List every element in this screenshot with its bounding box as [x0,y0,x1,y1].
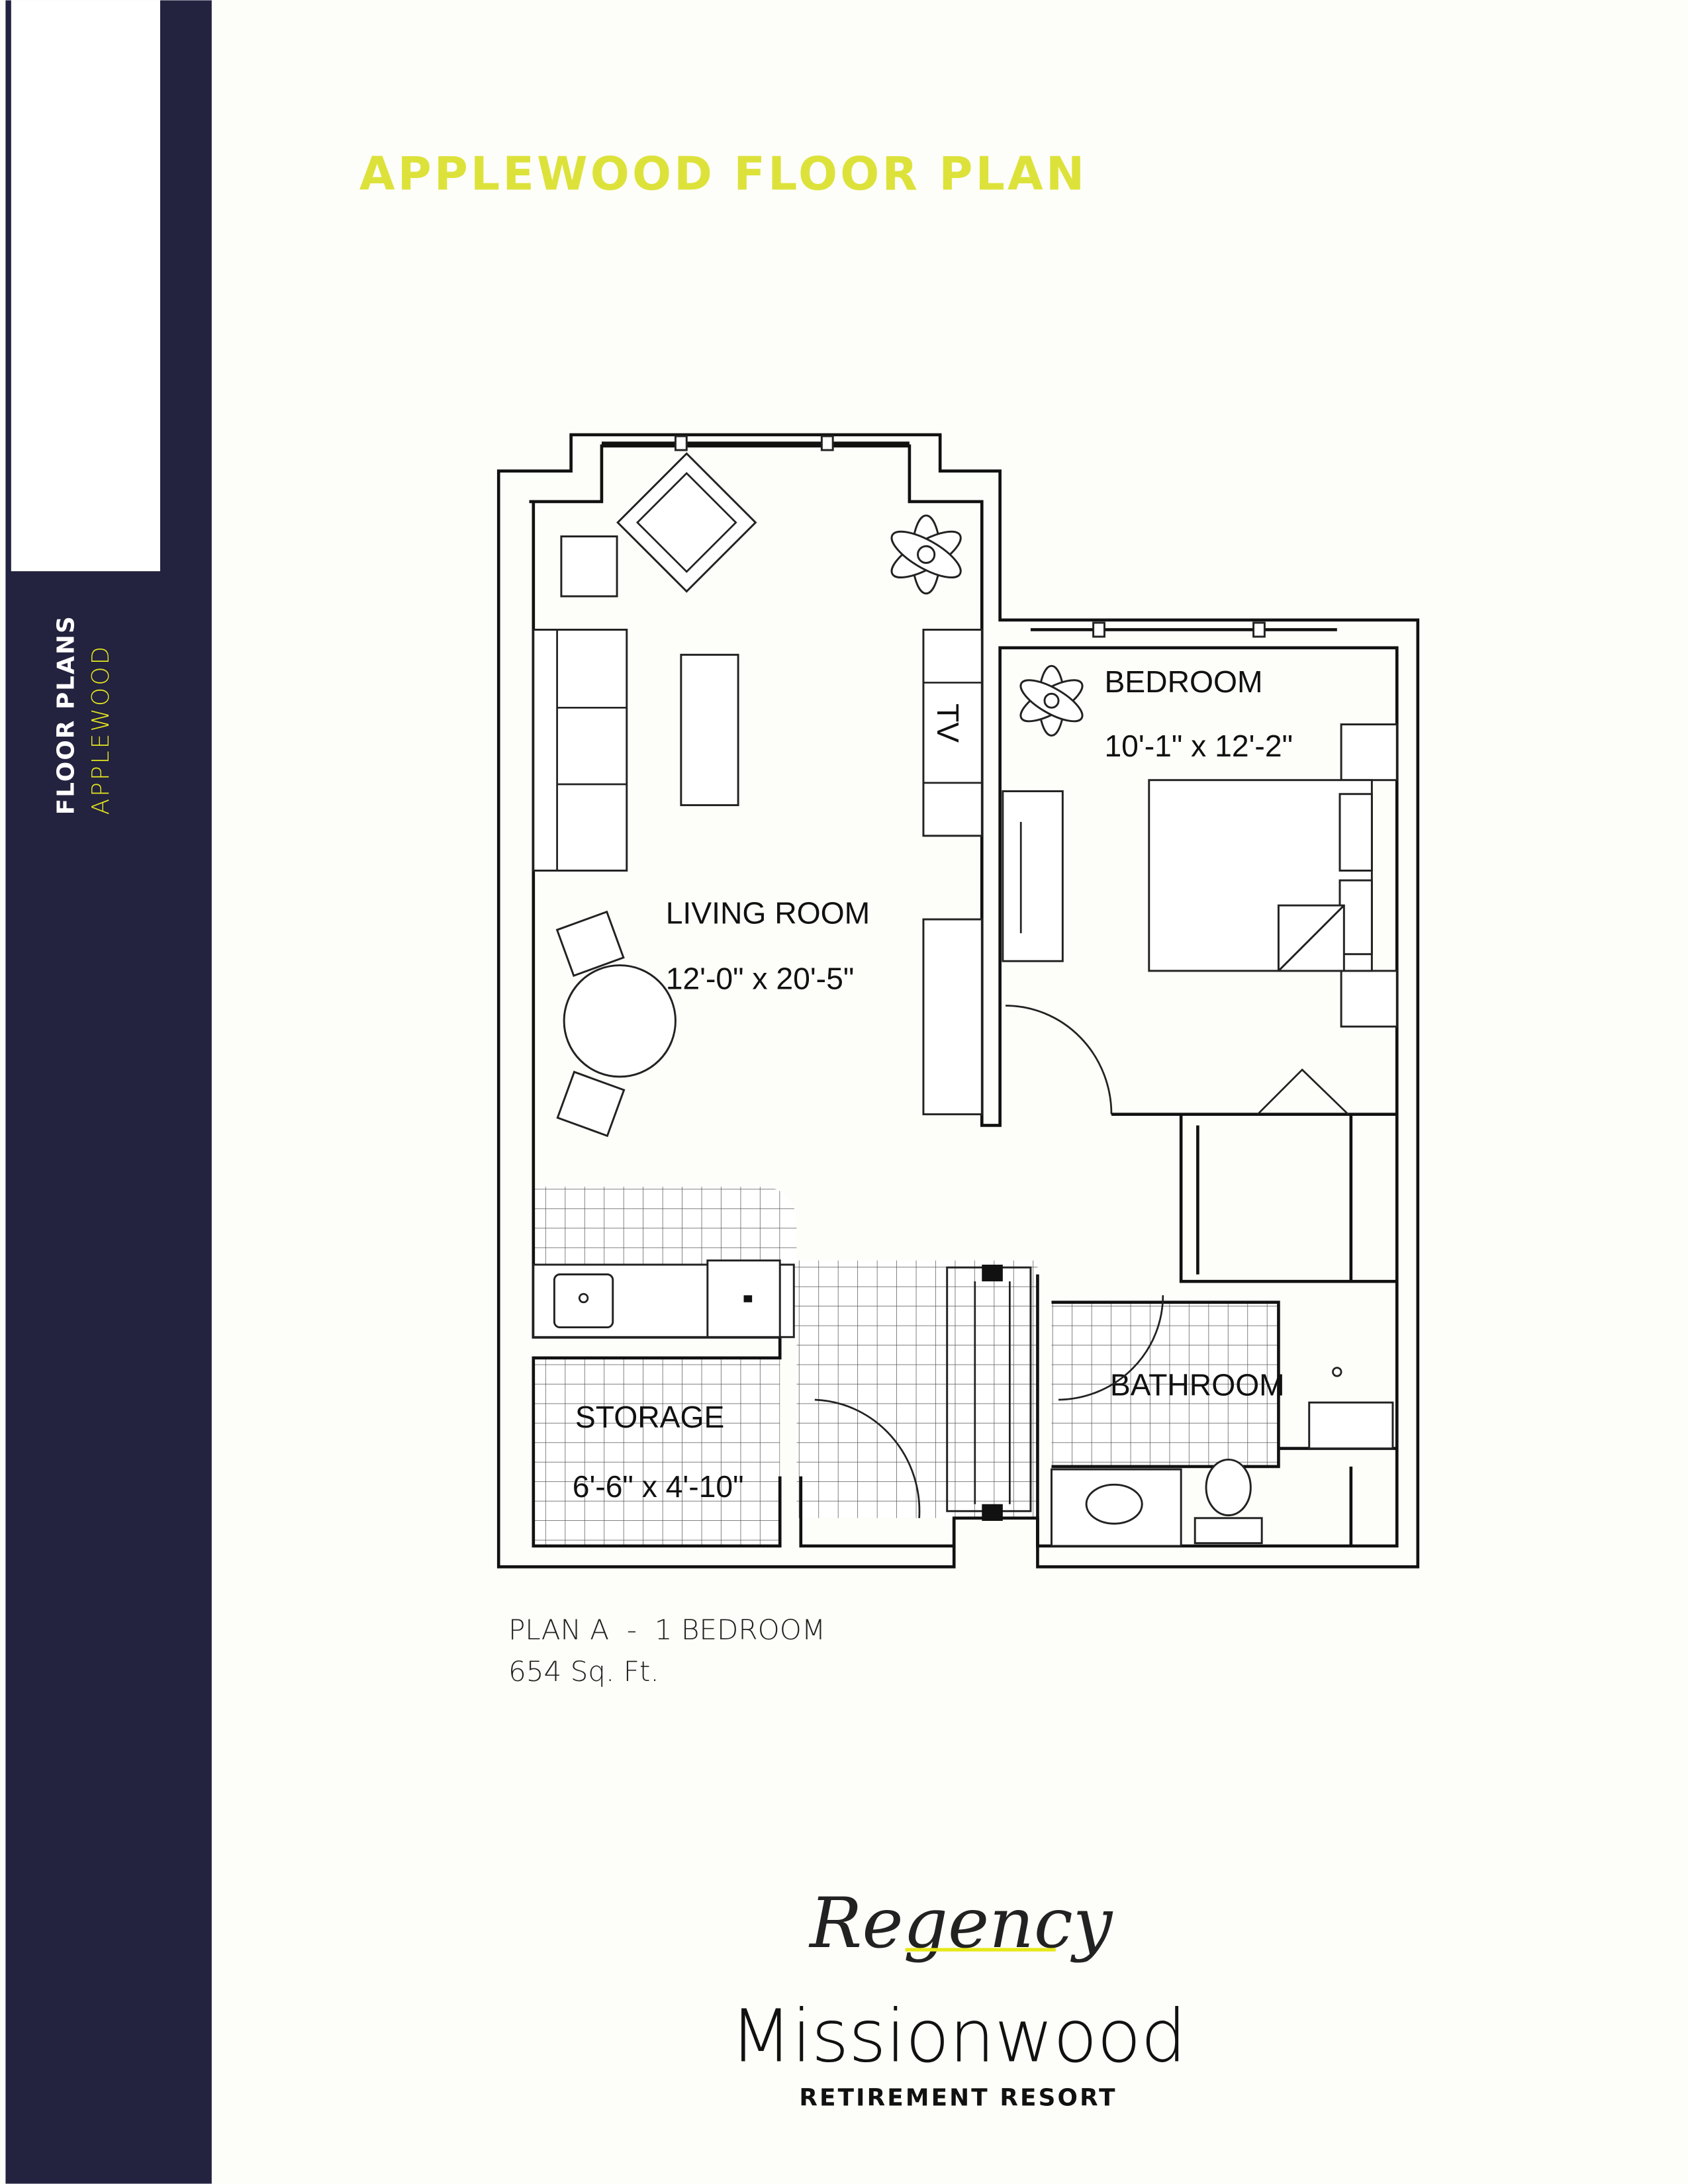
sofa [532,629,628,872]
living-window [601,435,910,451]
plan-area: 654 Sq. Ft. [508,1655,659,1688]
bedroom-label: BEDROOM [1104,664,1262,699]
dresser [1002,790,1064,962]
storage-label: STORAGE [575,1400,724,1434]
hall-tile-floor [796,1260,1038,1518]
bedroom-window [1030,621,1337,638]
storage-tile-floor [533,1357,780,1546]
storage-dimensions: 6'-6" x 4'-10" [573,1469,744,1504]
entry-door-swing [814,1398,921,1518]
bedroom-door-swing [1006,1005,1113,1115]
bed [1148,779,1373,972]
bathroom-door-swing [1058,1295,1164,1401]
nightstand [1340,970,1398,1028]
bathroom-label: BATHROOM [1110,1368,1285,1402]
plant-icon [1019,664,1084,737]
closet [1111,1113,1397,1283]
inner-wall [529,444,1399,1548]
sidebar-section-label: FLOOR PLANS [53,615,80,815]
cabinet [922,918,983,1116]
dining-chair [556,1070,626,1138]
toilet [1194,1458,1263,1545]
kitchen-counter [532,1259,795,1338]
logo-tagline: RETIREMENT RESORT [799,2085,1117,2112]
regency-missionwood-logo: Regency Missionwood RETIREMENT RESORT [729,1882,1186,2112]
sidebar: FLOOR PLANS APPLEWOOD [5,0,212,2184]
sidebar-white-panel [11,0,160,572]
tv-unit: TV [922,629,983,837]
hall-closet [946,1264,1032,1522]
side-table [560,535,618,598]
page-title: APPLEWOOD FLOOR PLAN [359,148,1087,201]
tv-label: TV [931,704,965,743]
armchair [616,452,757,593]
sink [553,1273,614,1329]
outer-wall [496,433,1420,1569]
bedroom-dimensions: 10'-1" x 12'-2" [1104,729,1293,763]
shower [1308,1401,1394,1450]
dining-table [563,964,677,1078]
plant-icon [890,514,962,595]
plan-name: PLAN A - 1 BEDROOM [508,1614,825,1646]
dining-chair [555,910,625,978]
bathroom-tile-floor [1051,1302,1279,1467]
sidebar-subsection-label: APPLEWOOD [87,645,115,815]
living-room-dimensions: 12'-0" x 20'-5" [666,961,855,995]
bathroom-sink [1085,1483,1143,1525]
logo-name: Missionwood [729,1993,1186,2078]
nightstand [1340,723,1398,782]
coffee-table [680,653,739,807]
living-room-label: LIVING ROOM [666,895,870,930]
floor-plan: TV LIVING ROOM 12'-0" x 20'-5" BEDROOM 1… [496,433,1420,1569]
